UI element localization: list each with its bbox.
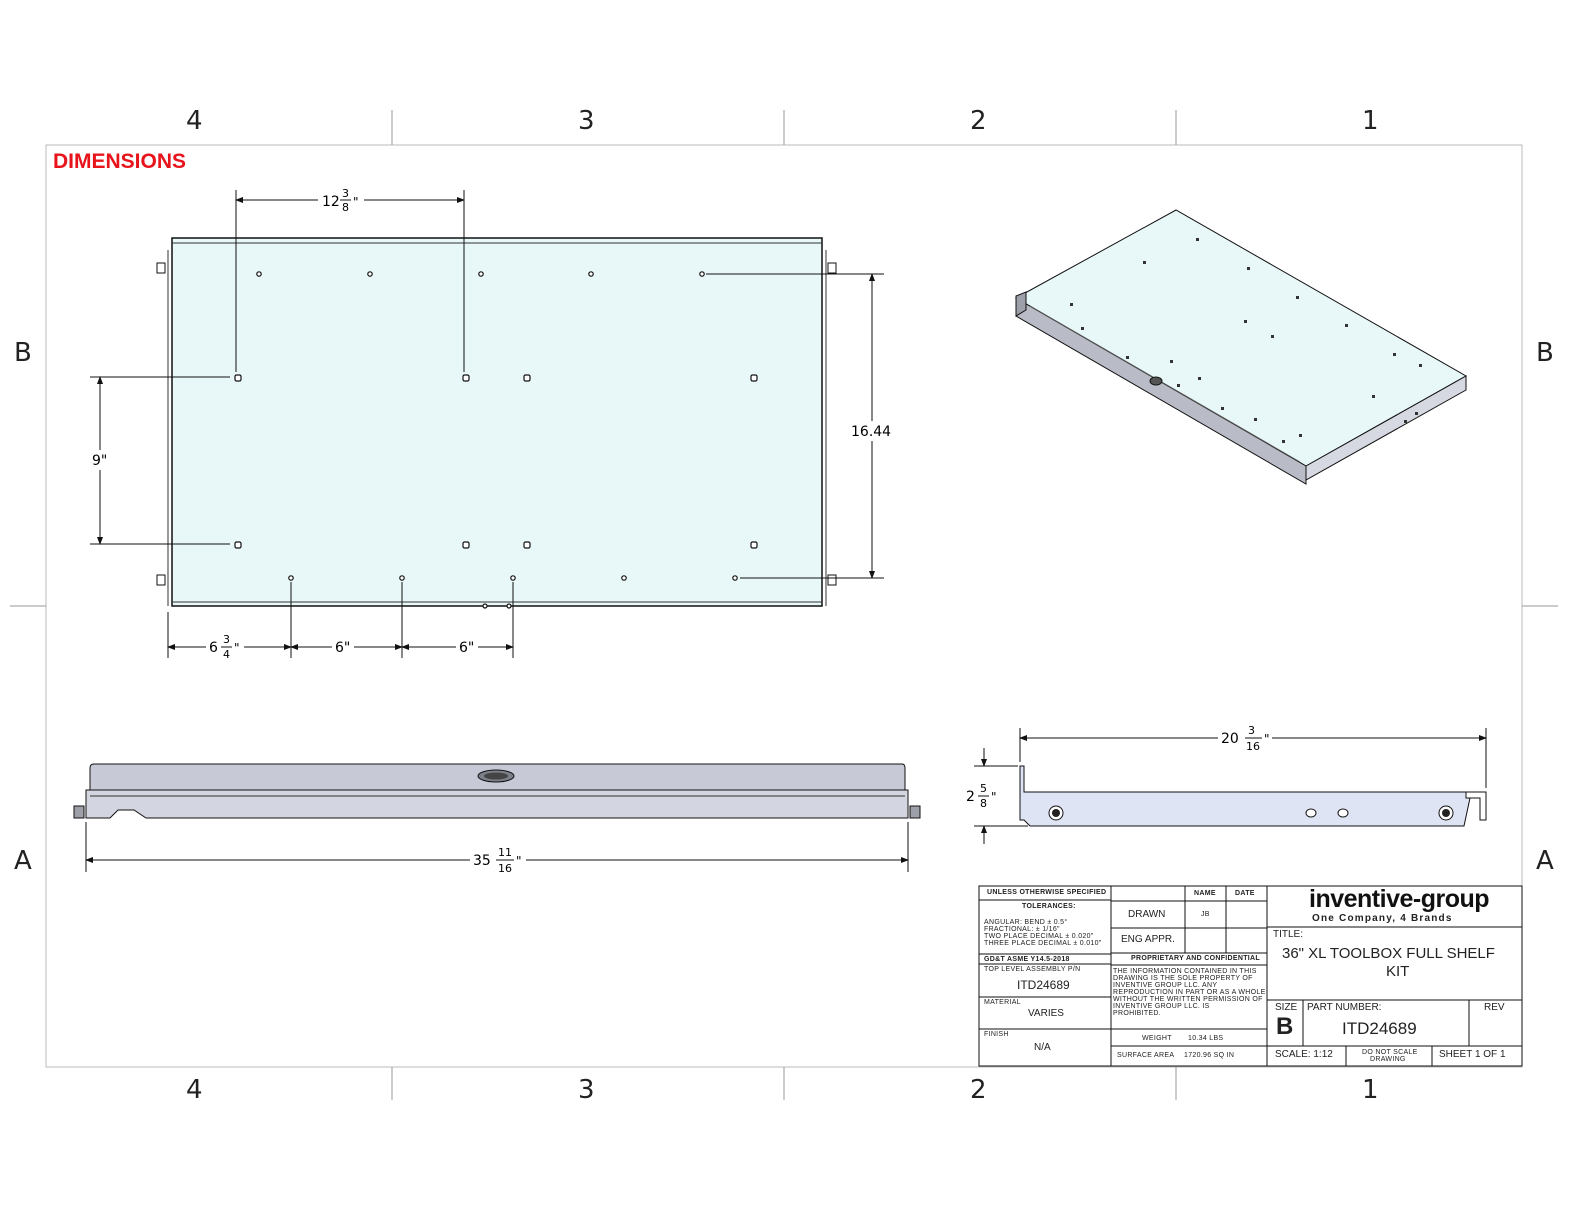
zone-col-2-top: 2 — [970, 106, 987, 136]
proprietary-line-2: DRAWING IS THE SOLE PROPERTY OF — [1113, 975, 1253, 982]
dim-top-num: 3 — [342, 187, 349, 200]
dim-overall-den: 16 — [498, 862, 512, 875]
tol-line-fractional: FRACTIONAL: ± 1/16" — [984, 926, 1060, 933]
material-label: MATERIAL — [984, 999, 1021, 1006]
zone-col-3-bottom: 3 — [578, 1075, 595, 1105]
zone-row-b-left: B — [14, 338, 32, 368]
dim-side-height-unit: " — [991, 790, 997, 804]
dim-bottom-offset-num: 3 — [223, 633, 230, 646]
dim-side-depth-whole: 20 — [1221, 731, 1239, 747]
dim-right-height: 16.44 — [851, 424, 891, 440]
drawing-border — [10, 110, 1558, 1100]
do-not-scale-line-1: DO NOT SCALE — [1362, 1049, 1418, 1056]
zone-col-3-top: 3 — [578, 106, 595, 136]
page-heading: DIMENSIONS — [53, 150, 187, 173]
unless-specified-label: UNLESS OTHERWISE SPECIFIED — [987, 889, 1107, 896]
dim-top-unit: " — [353, 195, 359, 209]
dim-bottom-space-1: 6" — [335, 640, 350, 656]
finish-value: N/A — [1034, 1042, 1051, 1053]
tol-line-two-place: TWO PLACE DECIMAL ± 0.020" — [984, 933, 1094, 940]
sheet-number: SHEET 1 OF 1 — [1439, 1049, 1506, 1060]
weight-value: 10.34 LBS — [1188, 1035, 1224, 1042]
drawn-label: DRAWN — [1128, 909, 1166, 920]
part-number-value: ITD24689 — [1342, 1019, 1417, 1038]
proprietary-line-5: WITHOUT THE WRITTEN PERMISSION OF — [1113, 996, 1263, 1003]
dim-side-height-den: 8 — [980, 797, 987, 810]
do-not-scale-line-2: DRAWING — [1370, 1056, 1406, 1063]
tol-line-three-place: THREE PLACE DECIMAL ± 0.010" — [984, 940, 1102, 947]
name-header: NAME — [1194, 890, 1216, 897]
finish-label: FINISH — [984, 1031, 1009, 1038]
size-label: SIZE — [1275, 1002, 1298, 1013]
company-tagline: One Company, 4 Brands — [1312, 913, 1453, 924]
material-value: VARIES — [1028, 1008, 1064, 1019]
zone-col-4-bottom: 4 — [186, 1075, 203, 1105]
rev-label: REV — [1484, 1002, 1505, 1013]
proprietary-heading: PROPRIETARY AND CONFIDENTIAL — [1131, 955, 1260, 962]
dim-bottom-offset-den: 4 — [223, 648, 230, 661]
dim-left-height: 9" — [92, 453, 107, 469]
proprietary-line-3: INVENTIVE GROUP LLC. ANY — [1113, 982, 1218, 989]
eng-appr-label: ENG APPR. — [1121, 934, 1175, 945]
drawing-title-line-2: KIT — [1386, 963, 1410, 980]
zone-col-2-bottom: 2 — [970, 1075, 987, 1105]
title-block-grid — [978, 885, 1523, 1067]
part-number-label: PART NUMBER: — [1307, 1002, 1382, 1013]
drawing-title-line-1: 36" XL TOOLBOX FULL SHELF — [1282, 945, 1495, 962]
dim-side-height-whole: 2 — [966, 789, 975, 805]
tol-line-angular: ANGULAR: BEND ± 0.5° — [984, 919, 1068, 926]
dim-side-depth-unit: " — [1264, 732, 1270, 746]
top-view: 12 3 8 " 16.44 9" 6 3 4 " 6" 6" — [88, 187, 894, 662]
scale-value: SCALE: 1:12 — [1275, 1049, 1333, 1060]
zone-col-4-top: 4 — [186, 106, 203, 136]
drawn-name: JB — [1201, 911, 1210, 918]
proprietary-line-1: THE INFORMATION CONTAINED IN THIS — [1113, 968, 1257, 975]
company-logo: inventive-group — [1309, 885, 1490, 913]
date-header: DATE — [1235, 890, 1255, 897]
zone-col-1-top: 1 — [1362, 106, 1379, 136]
surface-area-label: SURFACE AREA — [1117, 1052, 1175, 1059]
gdt-standard: GD&T ASME Y14.5-2018 — [984, 956, 1070, 963]
tolerances-label: TOLERANCES: — [1022, 903, 1076, 910]
dim-side-height-num: 5 — [980, 782, 987, 795]
dim-bottom-offset-unit: " — [234, 641, 240, 655]
title-label: TITLE: — [1273, 929, 1304, 940]
zone-row-a-right: A — [1536, 846, 1554, 876]
dim-side-depth-num: 3 — [1248, 724, 1255, 737]
zone-row-a-left: A — [14, 846, 32, 876]
top-level-label: TOP LEVEL ASSEMBLY P/N — [984, 966, 1081, 973]
dim-top-whole: 12 — [322, 194, 340, 210]
dim-top-den: 8 — [342, 201, 349, 214]
surface-area-value: 1720.96 SQ IN — [1184, 1052, 1235, 1059]
dim-side-depth-den: 16 — [1246, 740, 1260, 753]
dim-bottom-space-2: 6" — [459, 640, 474, 656]
proprietary-line-7: PROHIBITED. — [1113, 1010, 1162, 1017]
front-view: 35 11 16 " — [73, 763, 921, 876]
size-value: B — [1276, 1013, 1294, 1040]
zone-row-b-right: B — [1536, 338, 1554, 368]
top-level-value: ITD24689 — [1017, 978, 1070, 992]
proprietary-line-4: REPRODUCTION IN PART OR AS A WHOLE — [1113, 989, 1266, 996]
dim-overall-unit: " — [516, 854, 522, 868]
proprietary-line-6: INVENTIVE GROUP LLC. IS — [1113, 1003, 1210, 1010]
isometric-view — [1014, 209, 1468, 485]
side-view: 20 3 16 " 2 5 8 " — [964, 724, 1487, 844]
zone-col-1-bottom: 1 — [1362, 1075, 1379, 1105]
weight-label: WEIGHT — [1142, 1035, 1172, 1042]
dim-overall-num: 11 — [498, 846, 512, 859]
dim-bottom-offset-whole: 6 — [209, 640, 218, 656]
dim-overall-whole: 35 — [473, 853, 491, 869]
